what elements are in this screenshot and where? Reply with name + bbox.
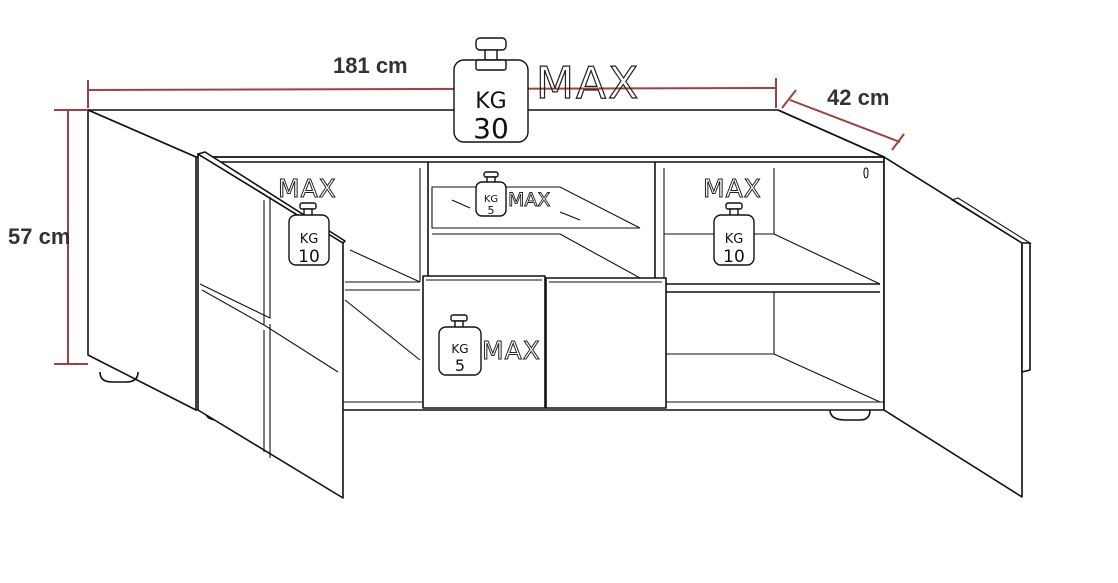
depth-dimension-line: [789, 99, 901, 143]
weight-icon-left-shelf: KG 10: [288, 202, 330, 267]
weight-icon-top: KG 30: [453, 37, 529, 145]
height-label: 57 cm: [8, 224, 70, 249]
glass-shelf-weight-unit: KG: [484, 194, 498, 205]
width-label: 181 cm: [333, 53, 408, 78]
width-dimension-line: [87, 87, 777, 91]
weight-icon-drawer: KG 5: [438, 314, 482, 376]
left-shelf-weight-value: 10: [298, 247, 320, 267]
cabinet-body: [87, 109, 885, 421]
foot-left-back: [99, 371, 139, 383]
left-shelf-weight-unit: KG: [300, 232, 319, 247]
drawer-right[interactable]: [545, 277, 667, 409]
glass-shelf-weight-value: 5: [488, 204, 495, 217]
dimension-lines: [54, 78, 905, 365]
foot-right: [829, 409, 871, 421]
depth-label: 42 cm: [827, 85, 889, 110]
top-weight-unit: KG: [475, 89, 506, 114]
weight-icon-glass-shelf: KG 5: [475, 171, 507, 217]
right-shelf-max-label: MAX: [703, 174, 762, 203]
right-door-open[interactable]: [883, 156, 1032, 498]
left-door-open[interactable]: [197, 151, 346, 499]
left-side-panel: [87, 109, 197, 411]
top-max-label: MAX: [536, 58, 640, 109]
drawer-weight-unit: KG: [451, 342, 468, 356]
left-shelf-max-label: MAX: [278, 174, 337, 203]
glass-shelf: [431, 186, 641, 229]
top-weight-value: 30: [473, 112, 509, 145]
right-shelf-weight-unit: KG: [725, 232, 744, 247]
glass-shelf-max-label: MAX: [508, 189, 550, 211]
right-shelf-weight-value: 10: [723, 247, 745, 267]
weight-icon-right-shelf: KG 10: [713, 202, 755, 267]
drawer-max-label: MAX: [482, 336, 541, 365]
drawer-weight-value: 5: [455, 356, 465, 375]
